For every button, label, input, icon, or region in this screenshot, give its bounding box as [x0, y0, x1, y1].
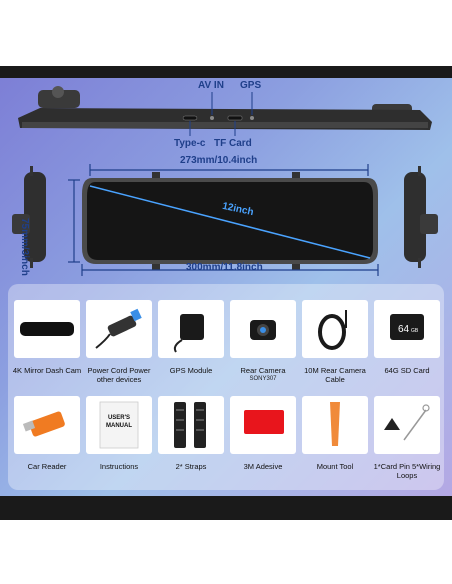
manual-icon [99, 401, 139, 449]
mirror-front-view [12, 164, 438, 276]
accessory-caption: Mount Tool [316, 462, 354, 471]
accessory-card-rear-camera [230, 300, 296, 358]
card-reader-icon [22, 411, 65, 437]
accessory-caption: Instructions [99, 462, 139, 471]
rear-camera-icon [250, 320, 276, 340]
mirror-dash-cam-icon [20, 322, 74, 336]
rear-camera-sub: SONY307 [249, 376, 277, 382]
top-black-band [0, 66, 452, 78]
accessory-caption: 1*Card Pin 5*Wiring Loops [373, 462, 441, 480]
accessory-card-car-reader [14, 396, 80, 454]
accessory-card-straps [158, 396, 224, 454]
bottom-width-label: 300mm/11.8inch [186, 262, 263, 273]
bottom-white-band [0, 520, 452, 584]
bottom-black-band [0, 496, 452, 520]
accessory-card-dash-cam [14, 300, 80, 358]
sd-card-capacity: 64 [398, 324, 410, 335]
accessory-caption: 3M Adesive [243, 462, 283, 471]
accessory-card-cable [302, 300, 368, 358]
card-pin-icon [384, 404, 430, 441]
accessory-caption: 10M Rear Camera Cable [304, 366, 366, 384]
gps-module-icon [173, 314, 204, 353]
cable-coil-icon [318, 310, 347, 350]
accessory-caption: 4K Mirror Dash Cam [12, 366, 82, 375]
accessories-panel: 4K Mirror Dash Cam Power Cord Power othe… [8, 284, 444, 490]
accessory-card-mount-tool [302, 396, 368, 454]
av-in-label: AV IN [198, 80, 224, 91]
straps-icon [174, 402, 206, 448]
accessory-caption: 2* Straps [175, 462, 207, 471]
accessory-caption: GPS Module [169, 366, 213, 375]
top-width-label: 273mm/10.4inch [180, 155, 258, 166]
accessory-card-sd: 64 GB [374, 300, 440, 358]
car-charger-icon [95, 308, 142, 349]
accessory-caption: Power Cord Power other devices [87, 366, 151, 384]
accessory-caption: Car Reader [27, 462, 67, 471]
tf-card-label: TF Card [214, 138, 252, 149]
mirror-top-view [18, 86, 432, 136]
accessory-card-pin-loops [374, 396, 440, 454]
rear-camera-label: Rear Camera [240, 366, 286, 375]
product-banner: AV IN GPS Type-c TF Card [0, 78, 452, 496]
mount-tool-icon [330, 402, 340, 446]
height-label: 75mm/3inch [19, 218, 30, 276]
accessory-caption: 64G SD Card [384, 366, 430, 375]
gps-label: GPS [240, 80, 262, 91]
sd-card-icon: 64 GB [390, 314, 424, 340]
accessory-card-manual: USER'S MANUAL [86, 396, 152, 454]
accessory-card-power-cord [86, 300, 152, 358]
accessory-card-gps [158, 300, 224, 358]
manual-title: USER'S MANUAL [106, 415, 132, 429]
accessory-caption: Rear Camera SONY307 [225, 366, 301, 384]
adhesive-pad-icon [244, 410, 284, 434]
sd-card-unit: GB [411, 328, 419, 334]
accessory-card-adhesive [230, 396, 296, 454]
top-white-band [0, 0, 452, 66]
type-c-label: Type-c [174, 138, 206, 149]
